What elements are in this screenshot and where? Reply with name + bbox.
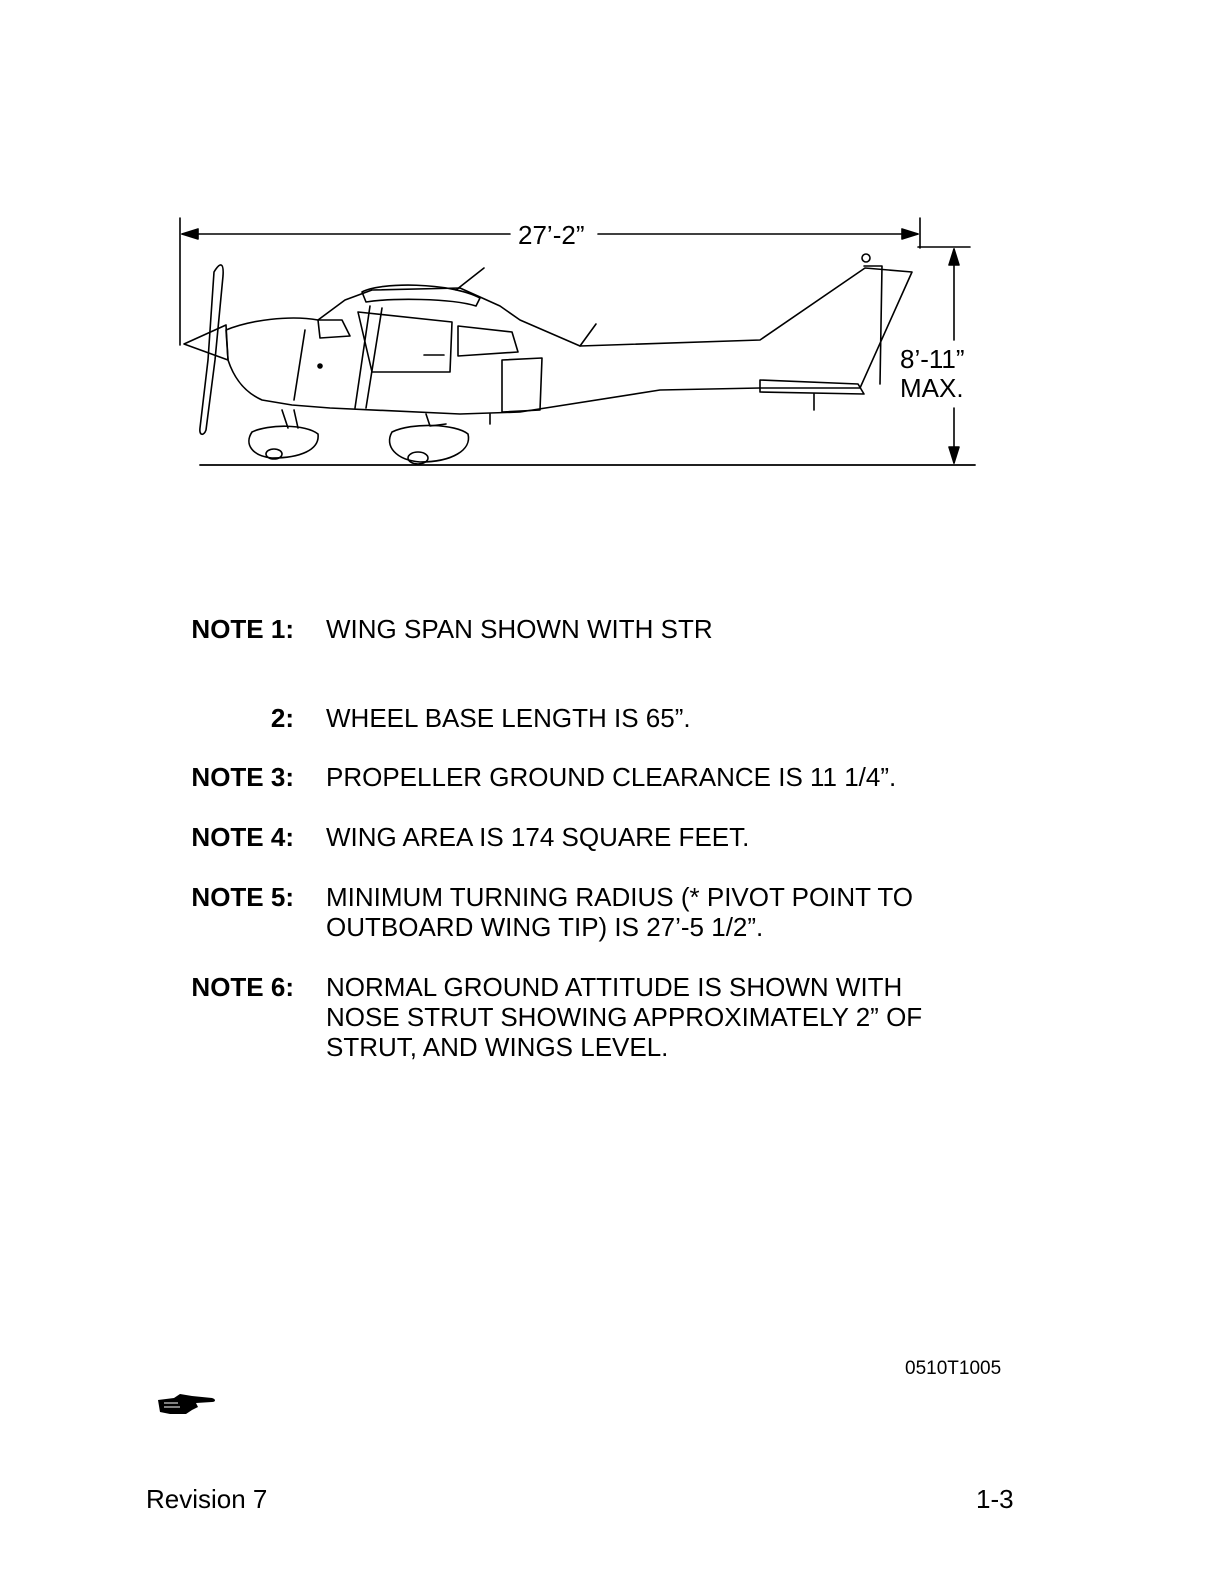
- figure-code: 0510T1005: [905, 1358, 1002, 1379]
- height-dimension-label: 8’-11” MAX.: [900, 345, 965, 403]
- length-dimension-line: [179, 217, 921, 346]
- note-text: PROPELLER GROUND CLEARANCE IS 11 1/4”.: [326, 762, 897, 792]
- height-dimension-value: 8’-11”: [900, 344, 965, 374]
- length-dimension-label: 27’-2”: [512, 221, 591, 250]
- main-gear: [388, 413, 491, 465]
- height-dimension-line: [917, 246, 971, 464]
- propeller: [183, 264, 229, 436]
- note-text: NORMAL GROUND ATTITUDE IS SHOWN WITH NOS…: [326, 972, 923, 1062]
- note-text: MINIMUM TURNING RADIUS (* PIVOT POINT TO…: [326, 882, 913, 942]
- wing: [354, 284, 481, 409]
- nose-gear: [248, 409, 319, 460]
- height-dimension-qualifier: MAX.: [900, 373, 964, 403]
- note-text: WING SPAN SHOWN WITH STR: [326, 614, 713, 644]
- revision-label: Revision 7: [146, 1484, 268, 1514]
- fuselage: [225, 267, 913, 415]
- note-label: NOTE 6:: [191, 972, 294, 1002]
- note-label: NOTE 1:: [191, 614, 294, 644]
- note-text: WING AREA IS 174 SQUARE FEET.: [326, 822, 750, 852]
- tail-fin: [759, 253, 883, 411]
- pointing-hand-icon: [158, 1394, 215, 1414]
- note-label: 2:: [270, 703, 294, 733]
- note-label: NOTE 4:: [191, 822, 294, 852]
- aircraft-side-view-diagram: [179, 217, 976, 466]
- page-number: 1-3: [976, 1484, 1014, 1514]
- note-label: NOTE 3:: [191, 762, 294, 792]
- note-text: WHEEL BASE LENGTH IS 65”.: [326, 703, 691, 733]
- note-label: NOTE 5:: [191, 882, 294, 912]
